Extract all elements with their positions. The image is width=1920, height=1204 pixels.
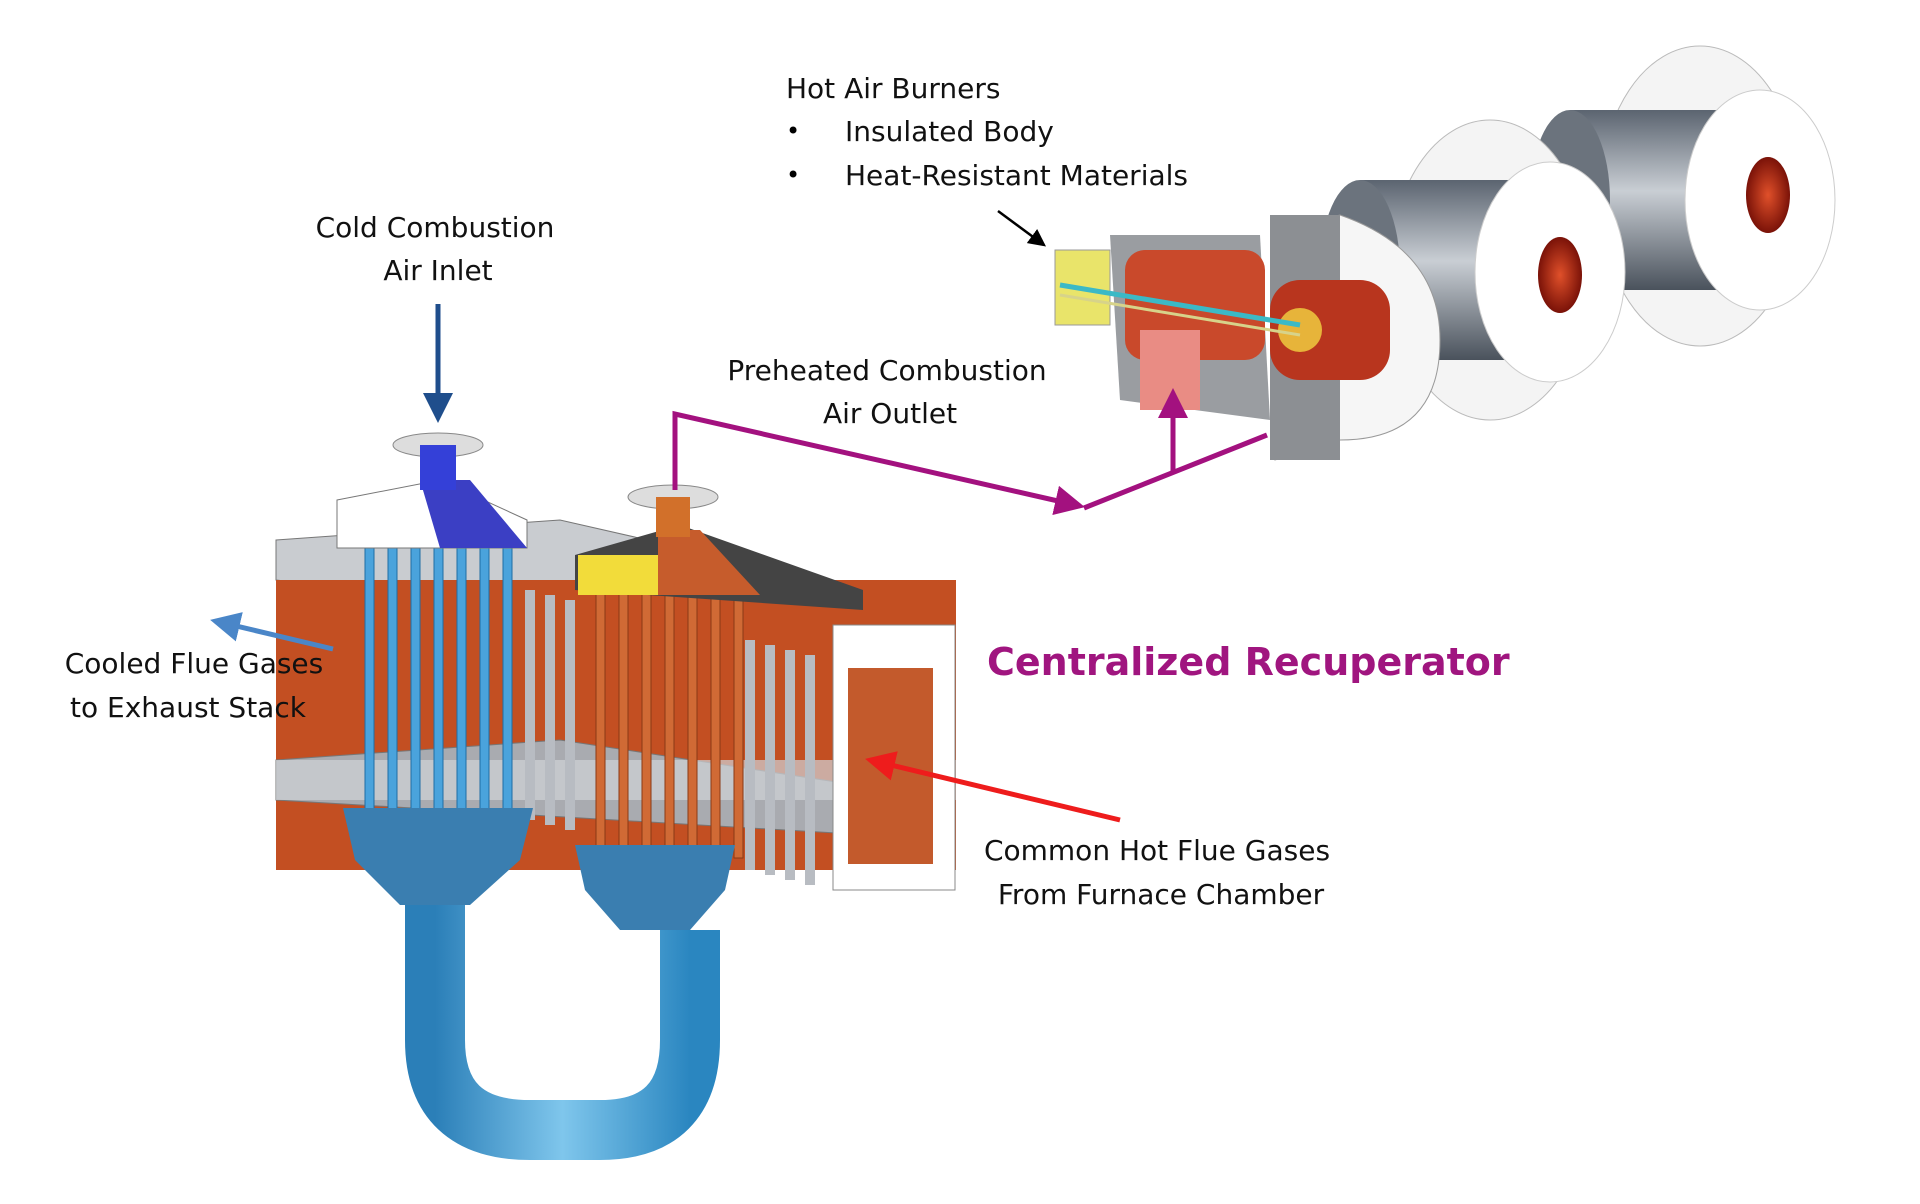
cold-air-hood <box>336 432 528 549</box>
gray-tubes <box>525 590 815 885</box>
preheated-label-2: Air Outlet <box>822 397 958 430</box>
cold-inlet-label-2: Air Inlet <box>383 254 493 287</box>
burners-title: Hot Air Burners <box>786 72 1001 105</box>
cooled-flue-label-1: Cooled Flue Gases <box>64 647 324 680</box>
u-pipe <box>405 905 720 1160</box>
preheated-air-branch <box>1083 432 1268 511</box>
hot-flue-label-1: Common Hot Flue Gases <box>983 834 1331 867</box>
burners-bullet-materials: Heat-Resistant Materials <box>845 159 1188 192</box>
burner-pointer-arrow <box>997 209 1047 247</box>
bullet-dot: • <box>786 161 801 189</box>
recuperator <box>275 432 956 1160</box>
hot-gas-inlet-box <box>832 624 956 891</box>
bottom-hoppers <box>343 808 735 930</box>
burner-cutaway <box>1054 214 1441 461</box>
hot-flue-arrow <box>865 751 1121 823</box>
cooled-flue-arrow <box>210 612 334 652</box>
cold-inlet-label-1: Cold Combustion <box>315 211 555 244</box>
burner-rear <box>1530 45 1836 347</box>
hot-air-hood <box>575 484 863 610</box>
hot-flue-label-2: From Furnace Chamber <box>997 878 1325 911</box>
preheated-air-arrow <box>672 410 1085 516</box>
hot-air-burners <box>1054 45 1836 461</box>
recuperator-title: Centralized Recuperator <box>987 640 1510 684</box>
bullet-dot: • <box>786 117 801 145</box>
cooled-flue-label-2: to Exhaust Stack <box>70 691 306 724</box>
burners-bullet-insulated: Insulated Body <box>845 115 1054 148</box>
preheated-label-1: Preheated Combustion <box>727 354 1047 387</box>
